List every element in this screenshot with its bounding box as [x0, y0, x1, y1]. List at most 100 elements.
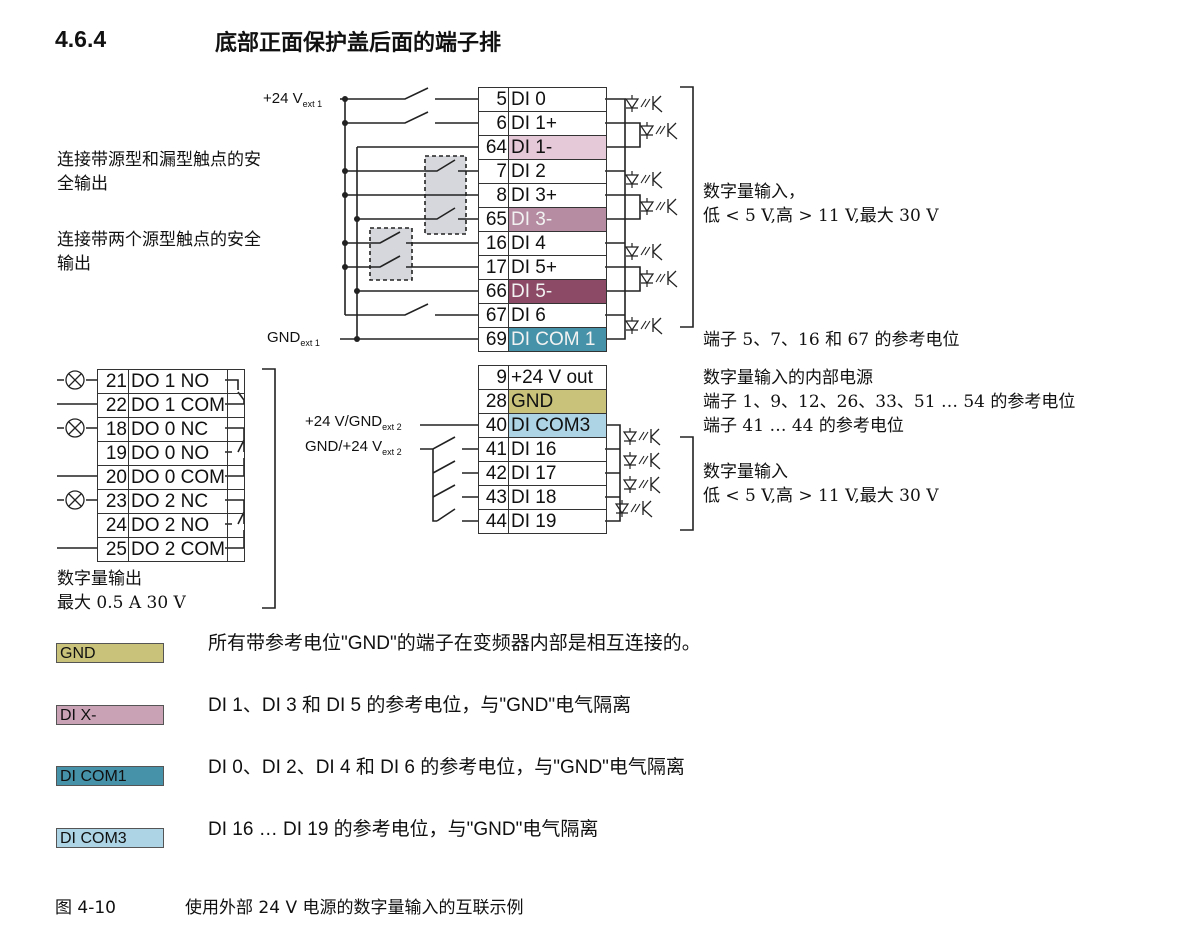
- do-note: 数字量输出最大 0.5 A 30 V: [57, 567, 186, 615]
- legend-text-gnd: 所有带参考电位"GND"的端子在变频器内部是相互连接的。: [208, 633, 701, 654]
- terminal-number: 21: [98, 370, 129, 393]
- terminal-number: 28: [479, 390, 509, 413]
- optocoupler-icon: [624, 243, 663, 261]
- legend-swatch-di-com1: DI COM1: [56, 766, 164, 786]
- terminal-number: 16: [479, 232, 509, 255]
- terminal-name: DI 17: [511, 463, 557, 484]
- legend-swatch-di-com3: DI COM3: [56, 828, 164, 848]
- subscript: ext 1: [300, 338, 320, 348]
- terminal-number: 41: [479, 438, 509, 461]
- subscript: ext 2: [382, 422, 402, 432]
- optocoupler-icon: [639, 198, 678, 216]
- terminal-name: DI 0: [511, 89, 546, 110]
- text: 端子 1、9、12、26、33、51 … 54 的参考电位: [703, 392, 1076, 412]
- text: +24 V/GND: [305, 413, 383, 430]
- di-note: 数字量输入， 低 < 5 V,高 > 11 V,最大 30 V: [703, 180, 939, 228]
- terminal-number: 8: [479, 184, 509, 207]
- terminal-name: DO 1 COM: [129, 394, 228, 417]
- terminal-number: 6: [479, 112, 509, 135]
- text: 全输出: [57, 174, 108, 194]
- terminal-name: DI 1+: [511, 113, 557, 134]
- terminal-number: 24: [98, 514, 129, 537]
- safe-output-note-2: 连接带两个源型触点的安全输出: [57, 228, 261, 276]
- optocoupler-icon: [622, 428, 661, 446]
- terminal-name: DO 1 NO: [129, 370, 228, 393]
- terminal-name: DO 0 NO: [129, 442, 228, 465]
- terminal-name: +24 V out: [511, 367, 593, 388]
- terminal-number: 17: [479, 256, 509, 279]
- terminal-name: DI 6: [511, 305, 546, 326]
- terminal-number: 9: [479, 366, 509, 389]
- legend-swatch-gnd: GND: [56, 643, 164, 663]
- text: 数字量输出: [57, 569, 142, 589]
- terminal-number: 25: [98, 538, 129, 561]
- optocoupler-icon: [639, 122, 678, 140]
- legend-swatch-di-x: DI X-: [56, 705, 164, 725]
- text: +24 V: [263, 90, 303, 107]
- text: 低 < 5 V,高 > 11 V,最大 30 V: [703, 206, 939, 226]
- figure-number: 图 4-10: [55, 898, 116, 918]
- text: 连接带两个源型触点的安全: [57, 230, 261, 250]
- subscript: ext 2: [382, 447, 402, 457]
- terminal-number: 67: [479, 304, 509, 327]
- terminal-name: DI 3+: [511, 185, 557, 206]
- subscript: ext 1: [302, 99, 323, 109]
- text: 输出: [57, 254, 91, 274]
- terminal-name: DI 2: [511, 161, 546, 182]
- label-gnd-ext1: GNDext 1: [267, 329, 320, 348]
- text: 最大 0.5 A 30 V: [57, 593, 186, 613]
- text: 端子 41 … 44 的参考电位: [703, 416, 904, 436]
- terminal-row: 9+24 V out: [479, 366, 606, 390]
- text: GND/+24 V: [305, 438, 383, 455]
- terminal-name: DI 5-: [509, 280, 606, 303]
- optocoupler-icon: [614, 500, 653, 518]
- text: 数字量输入的内部电源: [703, 368, 873, 388]
- terminal-name: DO 2 NO: [129, 514, 228, 537]
- terminal-name: DI 1-: [509, 136, 606, 159]
- terminal-name: DO 2 COM: [129, 538, 228, 561]
- optocoupler-icon: [624, 171, 663, 189]
- legend-text-di-com3: DI 16 … DI 19 的参考电位，与"GND"电气隔离: [208, 819, 599, 840]
- optocoupler-icon: [624, 95, 663, 113]
- terminal-number: 19: [98, 442, 129, 465]
- optocoupler-icon: [624, 317, 663, 335]
- text: 连接带源型和漏型触点的安: [57, 150, 261, 170]
- terminal-number: 43: [479, 486, 509, 509]
- text: GND: [267, 329, 301, 346]
- terminal-name: DI 19: [511, 511, 557, 532]
- legend-text-di-com1: DI 0、DI 2、DI 4 和 DI 6 的参考电位，与"GND"电气隔离: [208, 757, 685, 778]
- terminal-name: DI 4: [511, 233, 546, 254]
- terminal-name: DO 0 COM: [129, 466, 228, 489]
- section-title: 底部正面保护盖后面的端子排: [215, 31, 502, 56]
- terminal-number: 5: [479, 88, 509, 111]
- terminal-name: DI COM3: [509, 414, 606, 437]
- terminal-name: DO 0 NC: [129, 418, 228, 441]
- terminal-name: DO 2 NC: [129, 490, 228, 513]
- terminal-number: 69: [479, 328, 509, 351]
- ref-com1-note: 端子 5、7、16 和 67 的参考电位: [703, 330, 960, 350]
- text: 数字量输入，: [703, 182, 805, 202]
- text: 低 < 5 V,高 > 11 V,最大 30 V: [703, 486, 939, 506]
